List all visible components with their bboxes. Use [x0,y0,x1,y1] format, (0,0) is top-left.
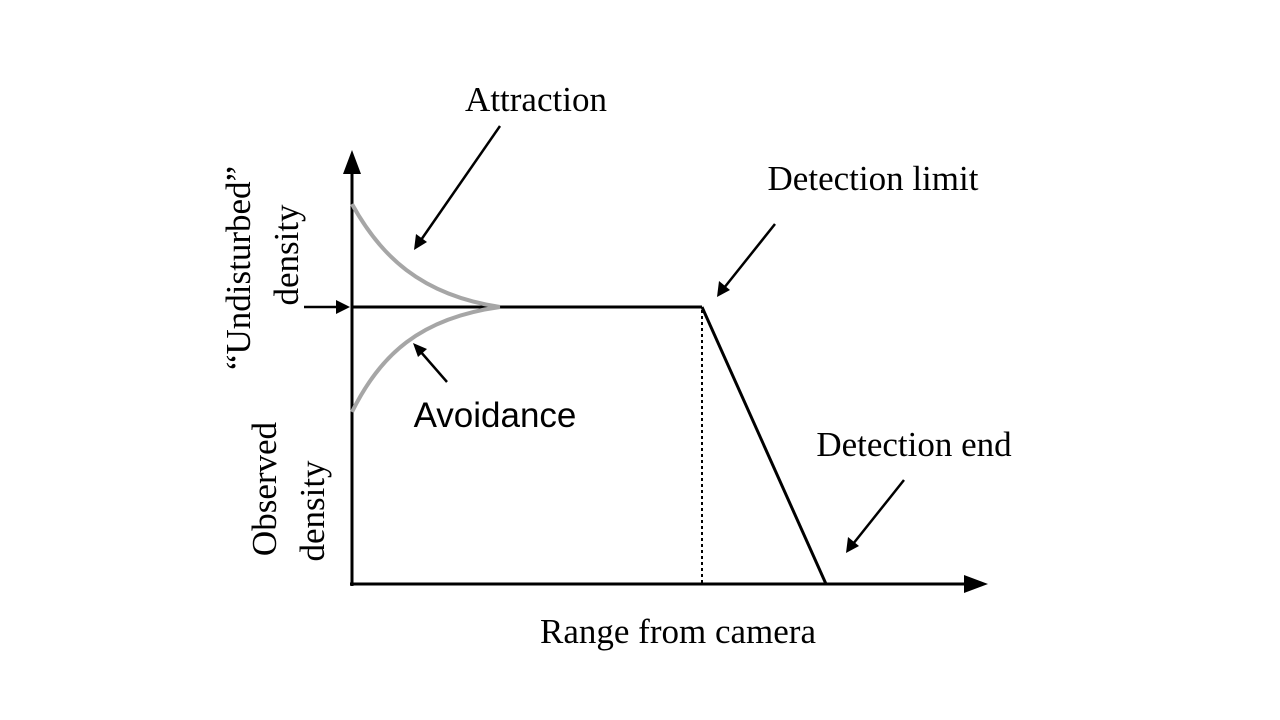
y-lower-label-line1: Observed [245,421,284,556]
y-axis-arrowhead [343,150,361,174]
detection-end-pointer-head [846,537,859,553]
detection-limit-pointer-head [717,281,730,297]
detection-limit-label: Detection limit [768,159,979,198]
y-upper-label-line2: density [267,204,306,306]
attraction-label: Attraction [465,80,607,119]
avoidance-pointer-head [413,343,427,357]
attraction-pointer [419,125,502,241]
y-upper-label-line1: “Undisturbed” [219,166,258,370]
avoidance-label: Avoidance [414,396,577,435]
avoidance-pointer [419,350,448,383]
x-axis-label: Range from camera [540,612,816,651]
y-lower-label-line2: density [293,460,332,562]
detection-end-label: Detection end [816,425,1012,464]
detection-end-pointer [852,479,905,545]
detection-decline-line [700,306,828,585]
attraction-curve [350,203,501,309]
avoidance-curve [350,305,501,413]
detection-limit-pointer [723,223,776,289]
undisturbed-density-pointer-head [336,300,350,314]
attraction-pointer-head [414,234,427,250]
x-axis-arrowhead [964,575,988,593]
